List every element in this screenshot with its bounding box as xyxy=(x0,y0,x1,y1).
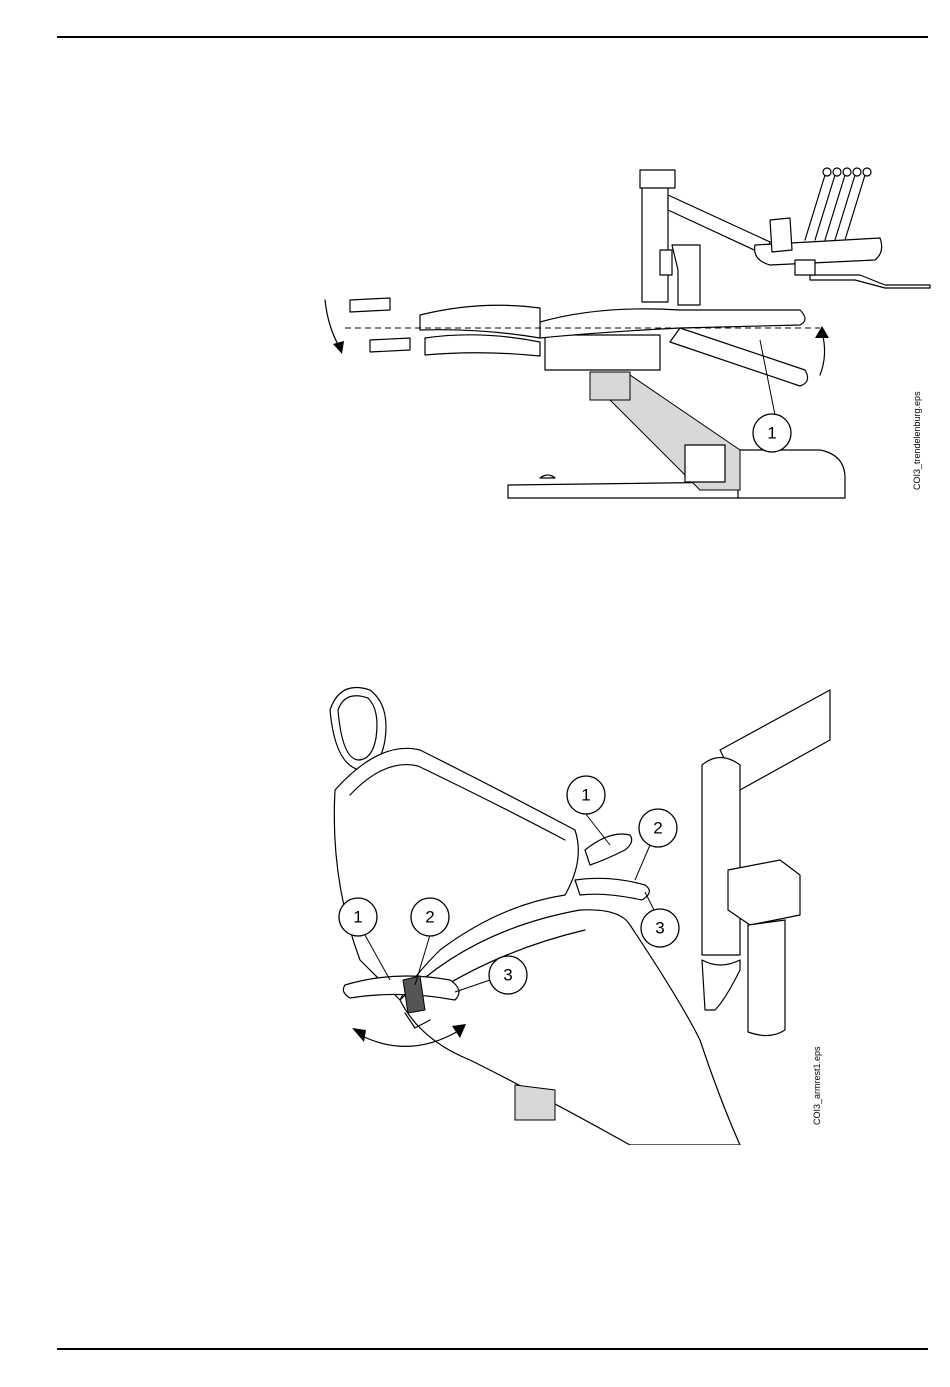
right-callout-1: 1 xyxy=(581,786,590,805)
seat-mechanism xyxy=(545,335,660,370)
right-callout-2: 2 xyxy=(653,819,662,838)
lowered-seat xyxy=(425,335,540,356)
left-callout-3: 3 xyxy=(503,966,512,985)
right-callout-3: 3 xyxy=(655,919,664,938)
leg-rest-upper xyxy=(350,298,390,312)
instrument-holders xyxy=(805,168,871,240)
right-armrest xyxy=(575,878,649,900)
leg-rest-lower xyxy=(370,338,410,352)
left-callout-1: 1 xyxy=(353,908,362,927)
rotate-down-arrow xyxy=(325,300,340,348)
trendelenburg-figure: 1 COI3_trendelenburg.eps xyxy=(300,160,940,510)
right-callout-1-leader xyxy=(585,813,610,845)
lowered-backrest xyxy=(670,328,808,386)
callout-1: 1 xyxy=(767,424,776,443)
holder-box xyxy=(728,860,800,925)
trendelenburg-illustration: 1 COI3_trendelenburg.eps xyxy=(300,160,940,510)
armrest-figure: 1 2 3 1 2 3 COI3_armrest1.eps xyxy=(300,680,840,1145)
callout-1-leader xyxy=(760,340,775,415)
rotate-up-arrow xyxy=(820,332,825,375)
unit-column xyxy=(642,172,668,302)
figure-filename: COI3_trendelenburg.eps xyxy=(912,391,922,490)
right-callout-2-leader xyxy=(635,845,650,880)
armrest-illustration: 1 2 3 1 2 3 COI3_armrest1.eps xyxy=(300,680,840,1145)
chair-base-housing xyxy=(738,450,845,498)
seat xyxy=(400,910,740,1145)
unit-column xyxy=(702,758,740,956)
backrest-upholstery xyxy=(540,309,805,338)
footer-rule xyxy=(57,1348,928,1350)
right-callout-3-leader xyxy=(645,892,655,912)
seat-upholstery xyxy=(420,305,540,338)
left-callout-2: 2 xyxy=(425,908,434,927)
figure-filename: COI3_armrest1.eps xyxy=(812,1046,822,1125)
header-rule xyxy=(57,36,928,38)
